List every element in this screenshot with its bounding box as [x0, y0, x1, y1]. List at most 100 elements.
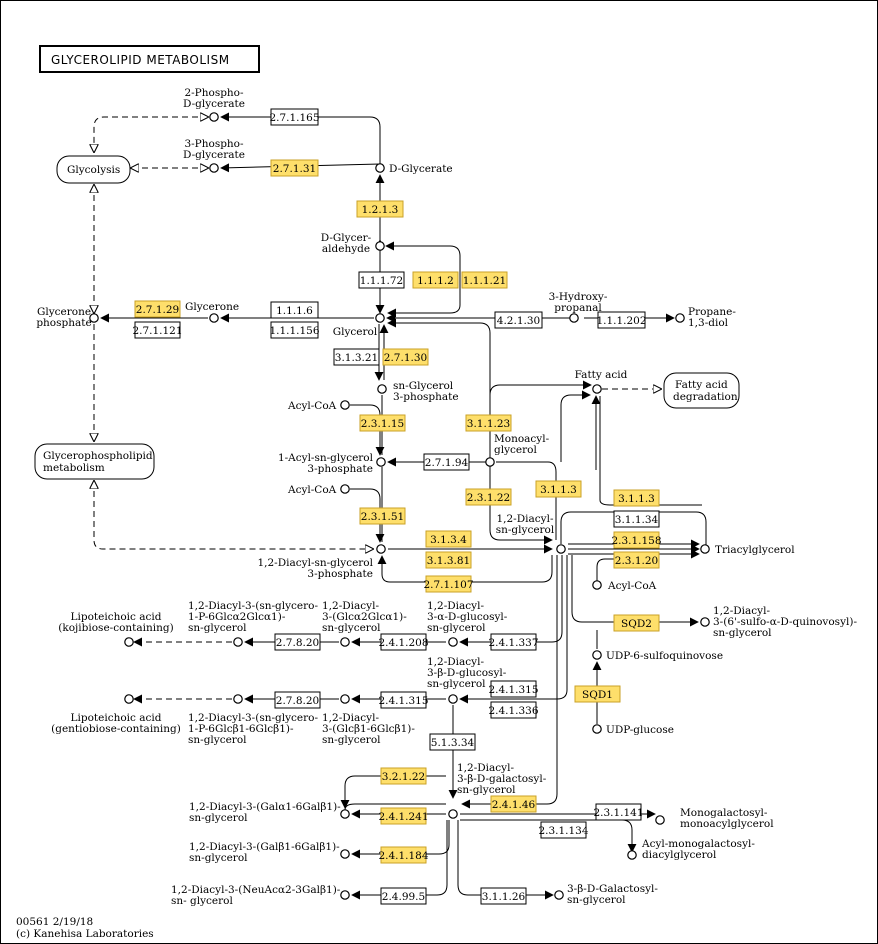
compound-node-diacyl-glcb16glcb1[interactable]	[340, 694, 350, 704]
compound-node-diacyl-gala16gal[interactable]	[340, 809, 350, 819]
compound-node-fattyacid[interactable]	[592, 384, 602, 394]
enzyme-box-241241[interactable]: 2.4.1.241	[378, 807, 429, 825]
compound-node-diacyl-gentiobiose[interactable]	[233, 694, 243, 704]
enzyme-box-271107[interactable]: 2.7.1.107	[423, 575, 474, 593]
enzyme-box-2730[interactable]: 2.7.1.30	[382, 348, 429, 366]
enzyme-box-3134[interactable]: 3.1.3.4	[425, 530, 472, 548]
enzyme-box-31321[interactable]: 3.1.3.21	[333, 348, 380, 366]
compound-node-monoacylglycerol[interactable]	[485, 457, 495, 467]
enzyme-label: 2.7.8.20	[276, 695, 319, 707]
enzyme-box-23120[interactable]: 2.3.1.20	[613, 551, 660, 569]
enzyme-box-32122[interactable]: 3.2.1.22	[380, 767, 427, 785]
compound-node-diacyl-glca2glca1[interactable]	[340, 637, 350, 647]
enzyme-box-27165[interactable]: 2.7.1.165	[269, 108, 320, 126]
compound-node-sulfoquinovosyl[interactable]	[700, 617, 710, 627]
enzyme-box-24146[interactable]: 2.4.1.46	[490, 795, 537, 813]
enzyme-box-31126[interactable]: 3.1.1.26	[480, 887, 527, 905]
enzyme-box-24995[interactable]: 2.4.99.5	[380, 887, 427, 905]
compound-node-diacyl-bglucosyl[interactable]	[448, 694, 458, 704]
compound-node-acyl-monogalactosyl[interactable]	[627, 850, 637, 860]
enzyme-box-241208[interactable]: 2.4.1.208	[378, 633, 429, 651]
compound-node-diacylsnglycerol[interactable]	[556, 544, 566, 554]
enzyme-box-1213[interactable]: 1.2.1.3	[356, 200, 404, 218]
compound-node-udp-sulfoquinovose[interactable]	[592, 650, 602, 660]
enzyme-box-27121[interactable]: 2.7.1.121	[132, 321, 183, 339]
compound-node-glycerol[interactable]	[375, 313, 385, 323]
compound-node-diacyl-kojibiose[interactable]	[233, 637, 243, 647]
map-title: GLYCEROLIPID METABOLISM	[39, 45, 260, 73]
compound-node-glycerone[interactable]	[209, 313, 219, 323]
enzyme-label: 1.1.1.21	[463, 275, 506, 287]
enzyme-box-231134[interactable]: 2.3.1.134	[538, 821, 589, 839]
enzyme-box-31123[interactable]: 3.1.1.23	[465, 414, 512, 432]
enzyme-box-241315a[interactable]: 2.4.1.315	[378, 691, 429, 709]
compound-node-diacyl-galb16gal[interactable]	[340, 849, 350, 859]
compound-label-bdgalactosyl-snglycerol: 3-β-D-Galactosyl-sn-glycerol	[567, 883, 658, 906]
enzyme-box-23122[interactable]: 2.3.1.22	[465, 488, 512, 506]
enzyme-box-31134[interactable]: 3.1.1.34	[613, 510, 660, 528]
enzyme-label: 3.1.1.23	[467, 418, 510, 430]
compound-node-triacylglycerol[interactable]	[700, 544, 710, 554]
enzyme-box-241184[interactable]: 2.4.1.184	[378, 846, 429, 864]
enzyme-box-11172[interactable]: 1.1.1.72	[358, 271, 405, 289]
compound-node-diacyl-bgalactosyl[interactable]	[448, 809, 458, 819]
enzyme-box-27820b[interactable]: 2.7.8.20	[274, 691, 321, 709]
compound-node-diacyl-neuac[interactable]	[340, 890, 350, 900]
compound-node-lta-gentiobiose[interactable]	[124, 694, 134, 704]
enzyme-label: 2.7.1.107	[423, 579, 473, 591]
enzyme-box-241337[interactable]: 2.4.1.337	[488, 633, 539, 651]
compound-node-acylcoa3[interactable]	[592, 580, 602, 590]
enzyme-box-241336[interactable]: 2.4.1.336	[488, 701, 539, 719]
compound-node-monogalactosyl-monoacyl[interactable]	[655, 815, 665, 825]
enzyme-box-3113[interactable]: 3.1.1.3	[535, 480, 582, 498]
compound-node-phospho2[interactable]	[209, 112, 219, 122]
enzyme-box-111202[interactable]: 1.1.1.202	[596, 311, 647, 329]
enzyme-box-23151[interactable]: 2.3.1.51	[359, 507, 406, 525]
compound-node-lta-kojibiose[interactable]	[124, 637, 134, 647]
enzyme-box-sqd2[interactable]: SQD2	[613, 614, 660, 632]
enzyme-label: 3.1.1.3	[540, 484, 577, 496]
enzyme-box-231158[interactable]: 2.3.1.158	[611, 531, 662, 549]
enzyme-box-42130[interactable]: 4.2.1.30	[494, 311, 543, 329]
enzyme-box-23115[interactable]: 2.3.1.15	[359, 414, 406, 432]
enzyme-label: SQD1	[582, 689, 613, 701]
compound-node-acylcoa2[interactable]	[340, 484, 350, 494]
compound-node-snglycerol3p[interactable]	[377, 384, 387, 394]
compound-node-diacyl-aglucosyl[interactable]	[448, 637, 458, 647]
compound-node-propanediol[interactable]	[675, 313, 685, 323]
map-link-glycolysis[interactable]: Glycolysis	[56, 155, 131, 184]
map-link-glycerophospholipid[interactable]: Glycerophospholipid metabolism	[34, 443, 155, 480]
enzyme-box-241315b[interactable]: 2.4.1.315	[488, 680, 539, 698]
enzyme-box-27194[interactable]: 2.7.1.94	[423, 453, 470, 471]
compound-node-dglyceraldehyde[interactable]	[375, 241, 385, 251]
enzyme-box-51334[interactable]: 5.1.3.34	[429, 733, 476, 751]
compound-label-sulfoquinovosyl: 1,2-Diacyl-3-(6'-sulfo-α-D-quinovosyl)-s…	[713, 605, 857, 639]
compound-node-acylcoa1[interactable]	[340, 400, 350, 410]
enzyme-label: 2.4.1.337	[488, 637, 538, 649]
enzyme-box-3113b[interactable]: 3.1.1.3	[613, 489, 660, 507]
compound-node-bdgalactosyl-snglycerol[interactable]	[554, 890, 564, 900]
compound-node-phospho3[interactable]	[209, 163, 219, 173]
enzyme-box-111156[interactable]: 1.1.1.156	[269, 321, 320, 339]
enzyme-box-sqd1[interactable]: SQD1	[574, 685, 621, 703]
enzyme-label: 1.1.1.72	[360, 275, 403, 287]
map-link-fatty-acid-degradation[interactable]: Fatty acid degradation	[663, 372, 740, 409]
compound-node-hydroxypropanal[interactable]	[569, 313, 579, 323]
compound-node-acylglycerol3p[interactable]	[376, 457, 386, 467]
enzyme-box-1116[interactable]: 1.1.1.6	[270, 301, 319, 319]
enzyme-box-2729[interactable]: 2.7.1.29	[134, 300, 181, 318]
enzyme-box-231141[interactable]: 2.3.1.141	[593, 803, 644, 821]
enzyme-box-31381[interactable]: 3.1.3.81	[425, 551, 472, 569]
compound-label-diacyl-kojibiose: 1,2-Diacyl-3-(sn-glycero-1-P-6Glcα2Glcα1…	[188, 600, 318, 634]
compound-node-glycerone-phosphate[interactable]	[89, 313, 99, 323]
enzyme-label: 2.3.1.141	[593, 807, 643, 819]
enzyme-box-27131[interactable]: 2.7.1.31	[270, 159, 319, 177]
compound-node-diacylglycerol3p[interactable]	[376, 544, 386, 554]
compound-label-phospho2: 2-Phospho-D-glycerate	[183, 87, 245, 110]
enzyme-box-27820a[interactable]: 2.7.8.20	[274, 633, 321, 651]
enzyme-box-11121[interactable]: 1.1.1.21	[461, 271, 508, 289]
enzyme-box-1112[interactable]: 1.1.1.2	[412, 271, 459, 289]
enzyme-label: 3.1.1.3	[618, 493, 655, 505]
compound-node-udp-glucose[interactable]	[592, 724, 602, 734]
compound-node-dglycerate[interactable]	[375, 163, 385, 173]
